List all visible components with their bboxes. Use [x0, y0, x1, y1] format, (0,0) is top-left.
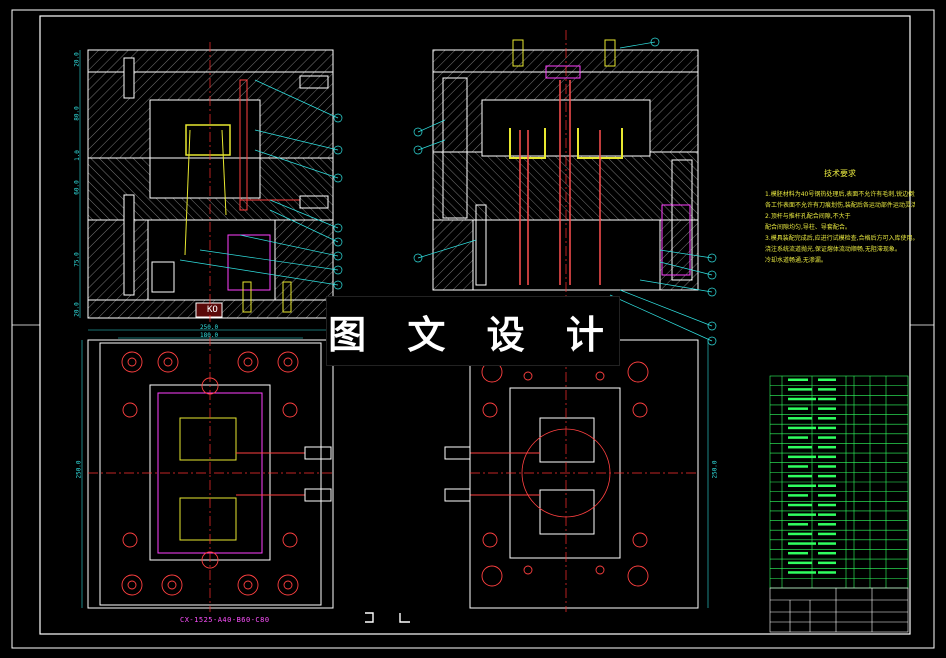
left-plan-view	[81, 336, 334, 612]
bom-entry-mark	[788, 455, 816, 459]
dim-side: 250.0	[711, 460, 719, 479]
bom-entry-mark	[818, 532, 836, 536]
bom-entry-mark	[788, 551, 808, 555]
bom-entry-mark	[818, 523, 836, 526]
right-section-view	[432, 30, 699, 300]
section-mark-right	[399, 613, 410, 623]
left-plan-holes	[121, 351, 299, 596]
tech-title: 技术要求	[824, 169, 856, 178]
bom-entry-mark	[788, 397, 816, 401]
bom-entry-mark	[818, 561, 836, 565]
bom-entry-mark	[818, 436, 836, 439]
bom-entry-mark	[788, 417, 812, 420]
title-block	[769, 587, 909, 633]
bom-entry-mark	[818, 397, 836, 401]
bom-entry-mark	[818, 388, 836, 391]
dim-vertical: 75.0	[73, 252, 81, 267]
bom-entry-mark	[818, 426, 836, 430]
bom-entry-mark	[818, 455, 836, 459]
bom-entry-mark	[788, 513, 816, 516]
bom-entry-mark	[818, 571, 836, 574]
bom-entry-mark	[818, 484, 836, 487]
right-plan-view	[444, 336, 709, 612]
dim-side: 250.0	[75, 460, 83, 479]
dim-top: 250.0	[200, 324, 219, 331]
watermark-banner: 图 文 设 计	[326, 296, 620, 366]
bom-entry-mark	[788, 426, 816, 430]
tech-line: 浇注系统流道抛光,保证熔体流动顺畅,无阻滞现象。	[765, 246, 901, 253]
bom-entry-mark	[818, 513, 836, 516]
bom-entry-mark	[788, 523, 808, 526]
bom-table	[769, 375, 909, 589]
callout-balloons-right	[413, 37, 717, 346]
section-mark-left	[365, 612, 374, 623]
bom-entry-mark	[788, 378, 808, 381]
bom-entry-mark	[788, 503, 812, 507]
tech-line: 冷却水道畅通,无渗漏。	[765, 257, 827, 264]
bom-entry-mark	[818, 417, 836, 420]
bom-entry-mark	[788, 571, 816, 574]
bom-entry-mark	[818, 445, 836, 449]
dim-vertical: 60.0	[73, 180, 81, 195]
left-section-view	[79, 42, 334, 339]
dim-vertical: 1.0	[73, 150, 81, 161]
bom-entry-mark	[788, 542, 816, 545]
bom-entry-mark	[818, 542, 836, 545]
dim-vertical: 80.0	[73, 106, 81, 121]
tech-line: 1.模胚材料为40号钢热处理后,表面不允许有毛刺,锐边倒角。	[765, 191, 915, 198]
bom-entry-mark	[788, 532, 812, 536]
bom-entry-mark	[818, 503, 836, 507]
outer-border	[11, 9, 935, 649]
tech-line: 各工作表面不允许有刀痕划伤,装配后各运动部件运动灵活。	[765, 202, 915, 209]
bom-entry-mark	[818, 494, 836, 497]
callout-balloons-left	[179, 79, 343, 290]
bom-entry-mark	[818, 378, 836, 381]
bom-entry-mark	[818, 474, 836, 478]
bom-entry-mark	[788, 436, 808, 439]
tech-line: 2.顶杆与推杆孔配合间隙,不大于	[765, 213, 851, 220]
mold-label: KO	[204, 305, 221, 315]
bom-entry-mark	[818, 551, 836, 555]
tech-line: 3.模具装配完成后,应进行试模检查,合格后方可入库使用。	[765, 235, 915, 242]
bom-entry-mark	[788, 407, 808, 410]
bom-entry-mark	[788, 561, 812, 565]
bom-entry-mark	[788, 484, 816, 487]
bom-entry-mark	[788, 465, 808, 468]
dim-vertical: 20.0	[73, 302, 81, 317]
technical-requirements: 技术要求 1.模胚材料为40号钢热处理后,表面不允许有毛刺,锐边倒角。 各工作表…	[765, 168, 915, 266]
dim-top: 180.0	[200, 332, 219, 339]
bom-entry-mark	[788, 474, 812, 478]
banner-text: 图 文 设 计	[328, 312, 618, 357]
bom-entry-mark	[788, 494, 808, 497]
dim-vertical: 20.0	[73, 52, 81, 67]
drawing-number: CX-1525-A40-B60-C80	[180, 616, 270, 624]
right-plan-holes	[481, 361, 649, 587]
bom-entry-mark	[818, 465, 836, 468]
tech-line: 配合间隙均匀,导柱、导套配合。	[765, 224, 851, 231]
bom-entry-mark	[788, 388, 812, 391]
bom-entry-mark	[788, 445, 812, 449]
bom-entry-mark	[818, 407, 836, 410]
